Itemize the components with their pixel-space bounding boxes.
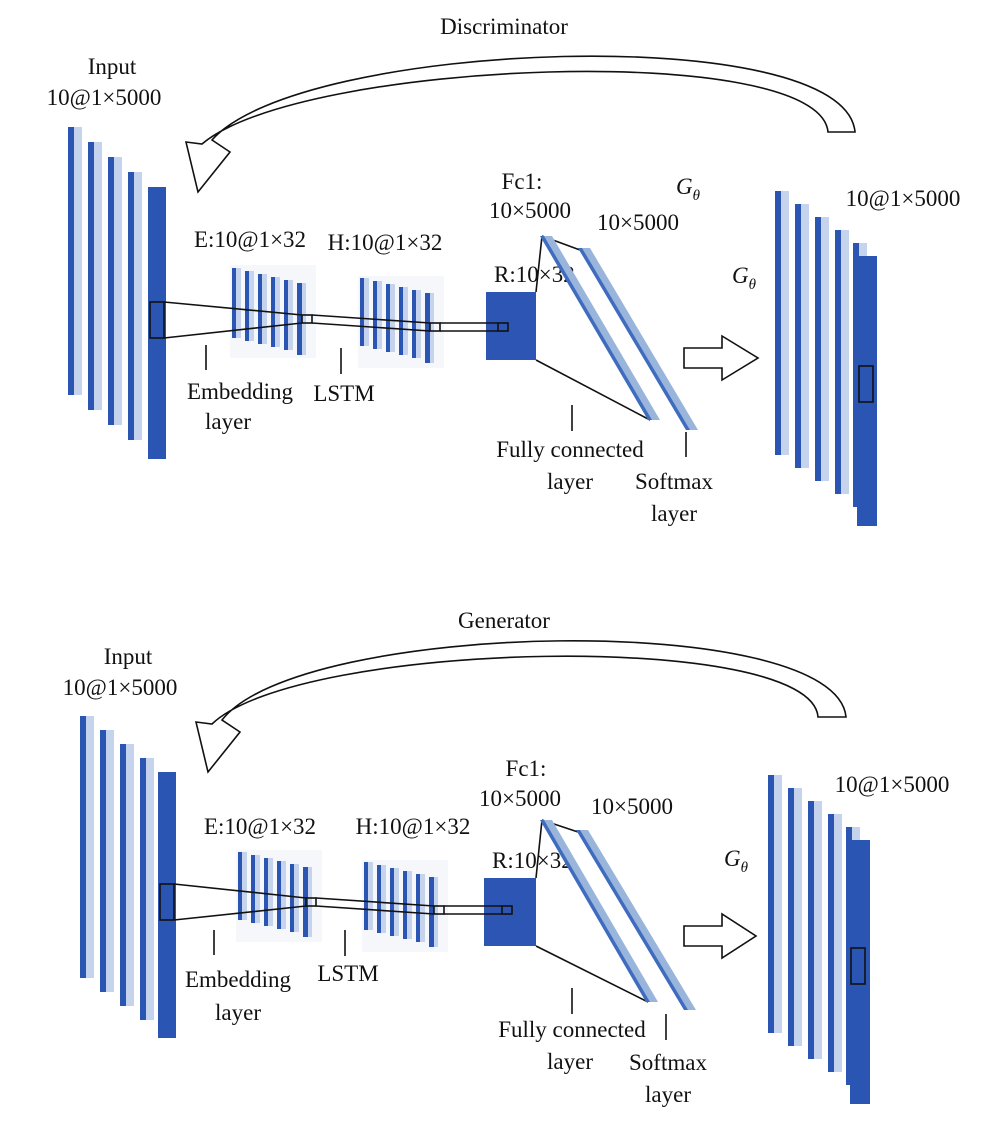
feedback-arrow — [184, 55, 856, 194]
fully-connected-layer-label: layer — [547, 1049, 593, 1074]
output-highlight-box — [858, 365, 874, 403]
output-layer-stack — [775, 191, 877, 526]
forward-arrow — [683, 912, 758, 960]
output-highlight-box — [850, 947, 866, 985]
softmax-dims: 10×5000 — [597, 210, 679, 235]
generator-panel: Generator Input 10@1×5000 E:10@1×32 — [63, 608, 950, 1107]
lstm-layer-stack — [362, 860, 448, 952]
output-dims: 10@1×5000 — [835, 772, 950, 797]
panel-title: Discriminator — [440, 14, 568, 39]
lstm-layer-stack — [358, 276, 444, 368]
connection-lines — [173, 819, 649, 1003]
embedding-dims: E:10@1×32 — [204, 814, 316, 839]
r-block — [486, 292, 536, 360]
g-theta-label: Gθ — [724, 846, 749, 876]
panel-title: Generator — [458, 608, 550, 633]
discriminator-panel: Discriminator Input 10@1×5000 E:10@1×32 — [47, 14, 961, 526]
output-dims: 10@1×5000 — [846, 186, 961, 211]
embedding-layer-stack — [236, 850, 322, 942]
softmax-layer-label: Softmax — [629, 1050, 707, 1075]
feedback-arrow — [194, 640, 847, 774]
fully-connected-layer-label: layer — [547, 469, 593, 494]
input-label: Input — [104, 644, 153, 669]
lstm-layer-label: LSTM — [317, 961, 378, 986]
r-block — [484, 878, 536, 946]
fc1-label: Fc1: — [506, 756, 547, 781]
input-layer-stack — [80, 716, 176, 1038]
lstm-dims: H:10@1×32 — [356, 814, 471, 839]
softmax-layer-label: layer — [651, 501, 697, 526]
embedding-layer-label: layer — [205, 409, 251, 434]
fc1-dims: 10×5000 — [489, 198, 571, 223]
receptive-field-box — [149, 301, 165, 339]
embedding-layer-label: Embedding — [185, 967, 292, 992]
embedding-dims: E:10@1×32 — [194, 227, 306, 252]
g-theta-label: Gθ — [676, 174, 701, 204]
input-dims: 10@1×5000 — [47, 85, 162, 110]
input-layer-stack — [68, 127, 166, 459]
input-dims: 10@1×5000 — [63, 675, 178, 700]
layer-tick-marks — [205, 345, 687, 457]
lstm-dims: H:10@1×32 — [328, 230, 443, 255]
embedding-layer-label: Embedding — [187, 379, 294, 404]
forward-arrow — [683, 334, 760, 382]
receptive-field-box — [159, 883, 175, 921]
fully-connected-layer-label: Fully connected — [496, 437, 644, 462]
lstm-layer-label: LSTM — [313, 381, 374, 406]
g-theta-label: Gθ — [732, 263, 757, 293]
fc1-dims: 10×5000 — [479, 786, 561, 811]
fully-connected-layer-label: Fully connected — [498, 1017, 646, 1042]
softmax-layer-label: Softmax — [635, 469, 713, 494]
fc1-label: Fc1: — [502, 169, 543, 194]
softmax-dims: 10×5000 — [591, 794, 673, 819]
softmax-layer-label: layer — [645, 1082, 691, 1107]
output-layer-stack — [768, 775, 870, 1104]
layer-tick-marks — [213, 930, 667, 1040]
input-label: Input — [88, 54, 137, 79]
connection-lines — [163, 235, 651, 421]
embedding-layer-label: layer — [215, 1000, 261, 1025]
